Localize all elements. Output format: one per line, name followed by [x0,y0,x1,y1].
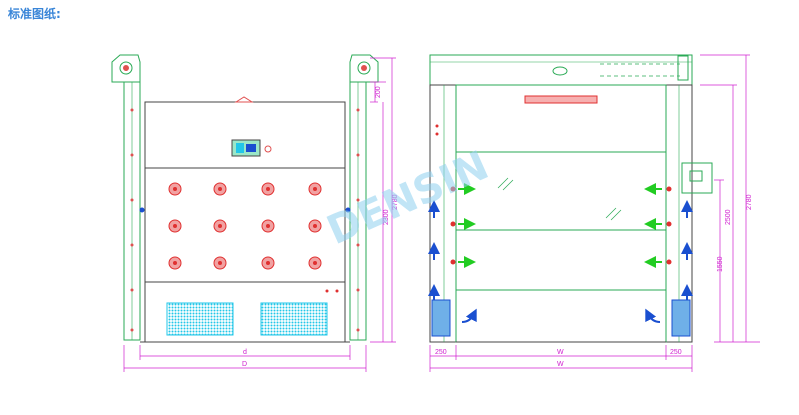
front-right-motor [349,54,379,83]
side-top-duct [429,54,693,86]
side-body [455,84,667,343]
front-dim-D: D [242,361,247,368]
front-dim-2300: 2300 [383,209,390,225]
side-view: 1550 2500 2780 250 W 250 W [428,54,760,372]
side-control-box [681,162,713,194]
front-column-dots [130,108,360,332]
side-dim-250-left: 250 [435,349,447,356]
side-top-light [524,95,598,104]
side-nozzles [450,186,672,265]
power-indicator [264,145,272,153]
side-horizontal-dims [429,345,693,372]
page-heading: 标准图纸: [8,7,61,21]
side-dim-1550: 1550 [717,256,724,272]
front-dim-2780: 2780 [392,194,399,210]
side-dim-2500: 2500 [725,209,732,225]
front-dim-d: d [243,349,247,356]
front-filter-left [166,302,234,336]
front-horizontal-dims [123,345,367,372]
side-dim-250-right: 250 [670,349,682,356]
watermark: DENSIN [320,142,495,254]
front-top-indicator [234,96,254,103]
side-right-fan [671,299,691,337]
side-dim-W: W [557,361,564,368]
side-dim-w: W [557,349,564,356]
front-dim-200: 200 [375,86,382,98]
airflow-arrows-blue [428,200,693,323]
side-left-fan [431,299,451,337]
front-left-motor [111,54,141,83]
front-view: 200 2300 2780 d D [111,54,399,372]
side-vertical-dims [700,54,760,343]
side-dim-2780: 2780 [746,194,753,210]
front-vertical-dims [370,57,396,343]
airflow-arrows-green [458,183,662,268]
air-nozzles [168,182,322,270]
front-filter-right [260,302,328,336]
